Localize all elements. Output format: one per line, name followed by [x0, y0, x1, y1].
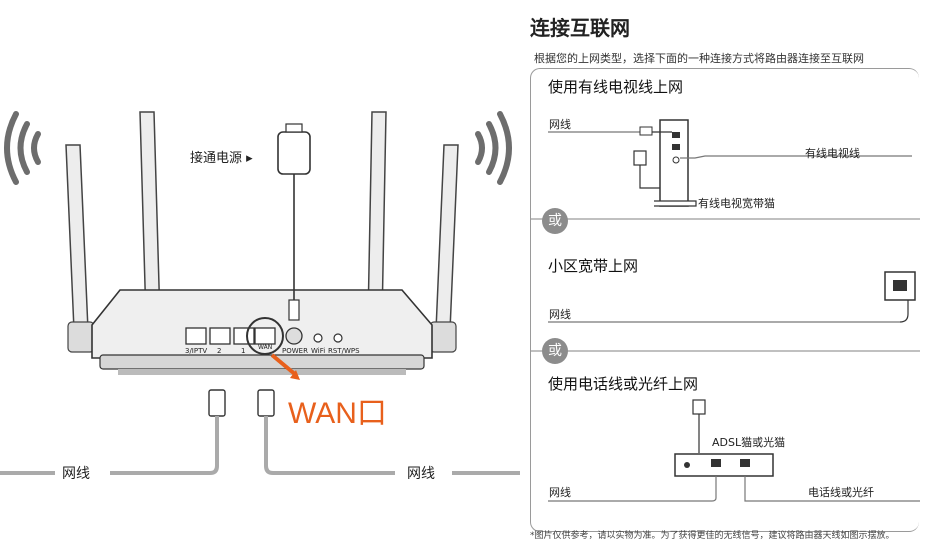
connection-drawings	[530, 119, 920, 502]
wifi-signal-right-icon	[475, 111, 512, 185]
power-adapter	[277, 131, 311, 175]
port-label: 3/IPTV	[185, 347, 208, 355]
power-label: 接通电源 ▸	[190, 151, 253, 166]
or-badge: 或	[542, 338, 568, 364]
port-label: WAN	[258, 344, 273, 351]
port-label: 2	[217, 347, 222, 355]
cable-label-left: 网线	[62, 466, 90, 482]
tv-line-label: 有线电视线	[805, 147, 860, 160]
adsl-modem-label: ADSL猫或光猫	[712, 436, 786, 449]
port-label: 1	[241, 347, 246, 355]
wifi-signal-left-icon	[4, 111, 41, 185]
footnote: *图片仅供参考，请以实物为准。为了获得更佳的无线信号，建议将路由器天线如图示摆放…	[530, 531, 895, 541]
cable-label-right: 网线	[407, 466, 435, 482]
wifi-button	[313, 333, 323, 343]
router-body	[91, 289, 433, 359]
or-badge: 或	[542, 208, 568, 234]
cable-label: 网线	[549, 486, 571, 499]
port-label: RST/WPS	[328, 347, 360, 355]
router-illustration	[0, 111, 520, 475]
wan-arrow	[270, 353, 298, 377]
port-label: POWER	[282, 347, 308, 355]
ethernet-ports	[185, 327, 276, 345]
cable-label: 网线	[549, 308, 571, 321]
options-panel	[530, 68, 919, 532]
page-title: 连接互联网	[530, 16, 630, 40]
phone-line-label: 电话线或光纤	[808, 486, 874, 499]
cable-left	[110, 416, 219, 475]
wan-label: WAN口	[288, 397, 387, 430]
section-title-phone-fiber: 使用电话线或光纤上网	[548, 375, 699, 393]
section-title-cable-tv: 使用有线电视线上网	[548, 78, 684, 96]
section-title-community-broadband: 小区宽带上网	[548, 257, 639, 275]
cable-modem-label: 有线电视宽带猫	[698, 197, 775, 210]
port-label: WiFi	[311, 347, 326, 355]
page-subtitle: 根据您的上网类型，选择下面的一种连接方式将路由器连接至互联网	[534, 52, 864, 65]
power-port	[285, 327, 303, 345]
rst-wps-button	[333, 333, 343, 343]
cable-right	[264, 416, 395, 475]
cable-label: 网线	[549, 118, 571, 131]
